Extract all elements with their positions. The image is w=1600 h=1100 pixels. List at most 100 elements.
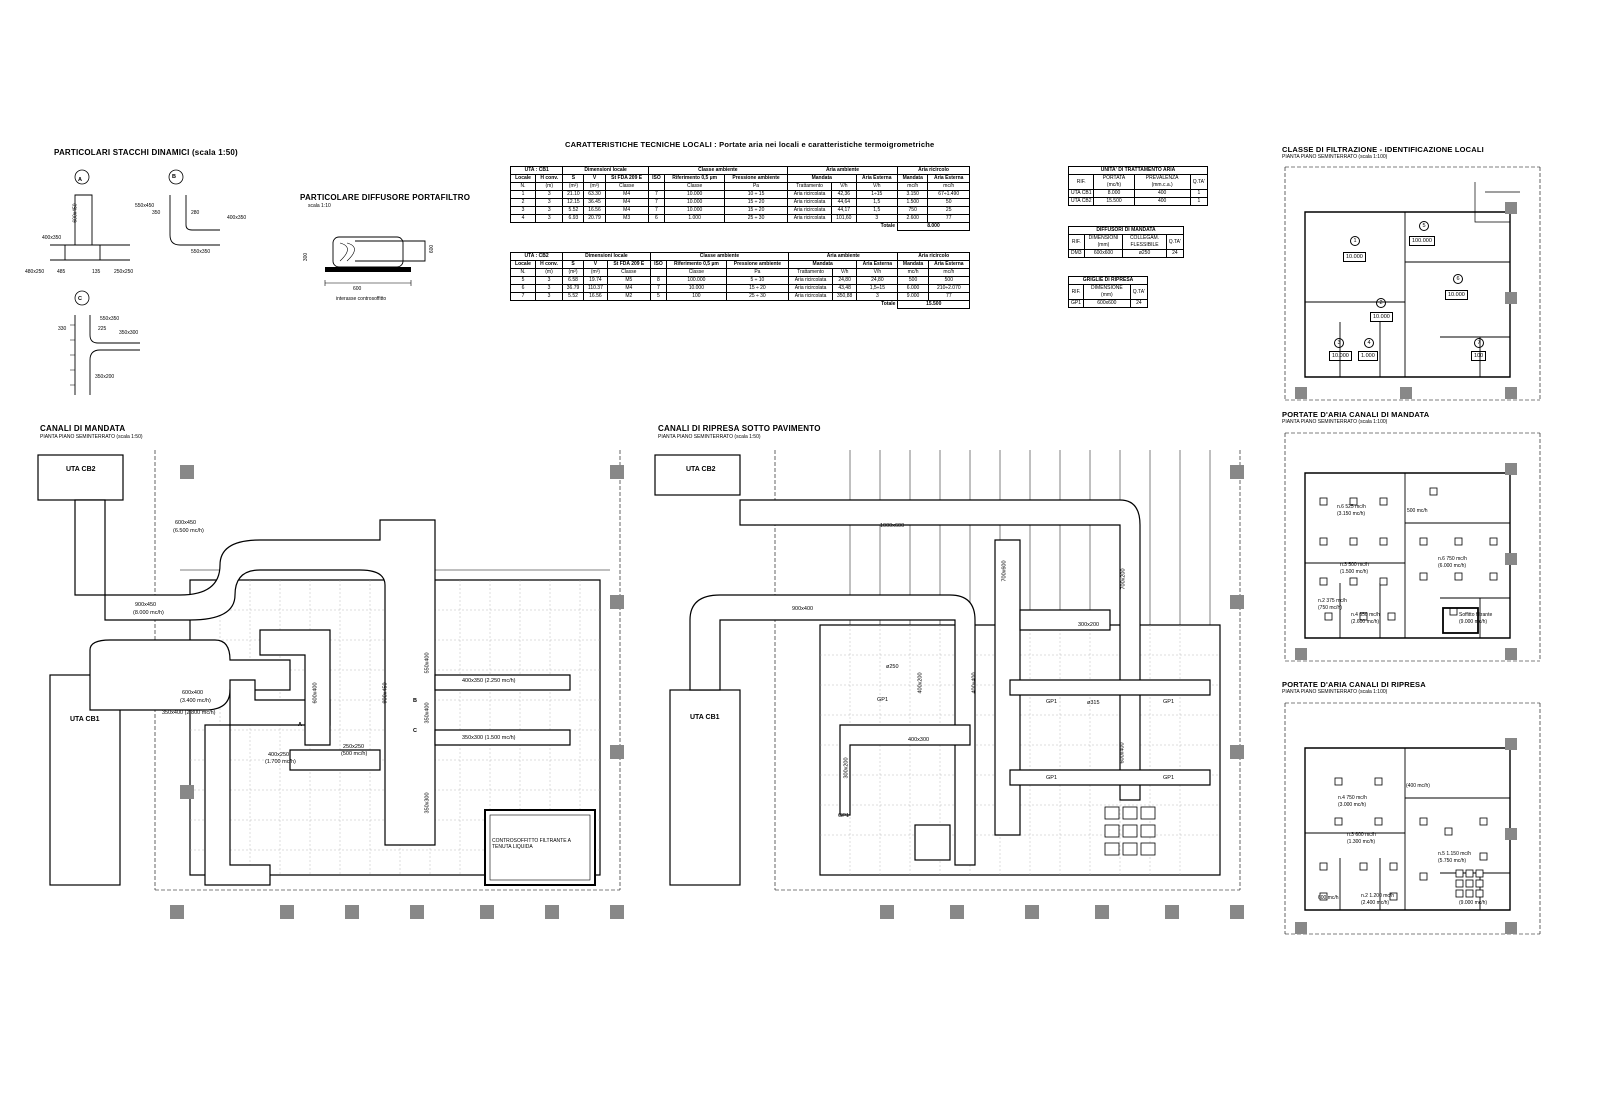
dim-label: 550x350 xyxy=(100,316,120,322)
mandata-subtitle: PIANTA PIANO SEMINTERRATO (scala 1:50) xyxy=(40,434,143,440)
duct-label: 1000x600 xyxy=(880,523,905,529)
flow-label: (750 mc/h) xyxy=(1318,605,1342,611)
duct-label: 350x300 xyxy=(424,792,431,814)
flow-label: (1.500 mc/h) xyxy=(1340,569,1369,575)
grille-label: GP1 xyxy=(1046,775,1058,781)
duct-label: (1.700 mc/h) xyxy=(265,759,296,765)
duct-label: (3.400 mc/h) xyxy=(180,698,211,704)
portate-mandata-title: PORTATE D'ARIA CANALI DI MANDATA xyxy=(1282,410,1430,419)
dim-label: 550x350 xyxy=(191,249,211,255)
marker-b: B xyxy=(413,698,417,704)
diffusori-table: DIFFUSORI DI MANDATA RIF.DIMENSIONI (mm)… xyxy=(1068,226,1185,258)
portate-ripresa-plan xyxy=(1284,702,1541,935)
grille-label: GP1 xyxy=(1163,699,1175,705)
duct-label: (6.500 mc/h) xyxy=(173,528,204,534)
duct-label: 600x400 xyxy=(1119,742,1126,764)
room-1-number: 1 xyxy=(1350,236,1360,246)
cb2-table: UTA : CB2 Dimensioni locale Classe ambie… xyxy=(509,252,971,309)
dim-label: 330 xyxy=(58,326,67,332)
duct-label: 700x600 xyxy=(1001,560,1008,582)
controsoffitto-label: CONTROSOFFITTO FILTRANTE A TENUTA LIQUID… xyxy=(492,838,571,850)
stacchi-title: PARTICOLARI STACCHI DINAMICI (scala 1:50… xyxy=(54,148,238,157)
diffusore-scale: scala 1:10 xyxy=(308,203,331,209)
duct-label: 350x300 (1.500 mc/h) xyxy=(462,735,516,741)
stacchi-detail-drawing xyxy=(50,169,220,395)
duct-label: 600x450 xyxy=(175,520,197,526)
duct-label: 300x200 xyxy=(843,757,850,779)
ripresa-uta-cb1: UTA CB1 xyxy=(690,714,720,721)
griglie-table: GRIGLIE DI RIPRESA RIF.DIMENSIONE (mm)Q.… xyxy=(1067,276,1149,308)
flow-label: n.6 525 mc/h xyxy=(1337,504,1366,510)
duct-label: 400x350 (2.250 mc/h) xyxy=(462,678,516,684)
duct-label: ø315 xyxy=(1087,700,1100,706)
flow-label: n.2 375 mc/h xyxy=(1318,598,1347,604)
dim-label: 600x450 xyxy=(72,203,79,223)
room-7-number: 7 xyxy=(1474,338,1484,348)
room-2-class: 10.000 xyxy=(1370,312,1393,322)
grille-label: GP1 xyxy=(1163,775,1175,781)
flow-label: n.2 1.200 mc/h xyxy=(1361,893,1395,899)
room-7-class: 100 xyxy=(1471,351,1487,361)
duct-label: 700x200 xyxy=(1120,568,1127,590)
flow-label: (1.300 mc/h) xyxy=(1347,839,1376,845)
duct-label: 400x200 xyxy=(917,672,924,694)
duct-label: 400x400 xyxy=(971,672,978,694)
duct-label: 250x250 xyxy=(343,744,365,750)
flow-label: Soffitto filtrante xyxy=(1459,612,1493,618)
room-6-number: 6 xyxy=(1453,274,1463,284)
flow-label: n.4 650 mc/h xyxy=(1351,612,1380,618)
flow-label: 500 mc/h xyxy=(1407,508,1428,514)
ripresa-subtitle: PIANTA PIANO SEMINTERRATO (scala 1:50) xyxy=(658,434,761,440)
flow-label: (400 mc/h) xyxy=(1406,783,1430,789)
flow-label: (3.150 mc/h) xyxy=(1337,511,1366,517)
flow-label: n.5 1.150 mc/h xyxy=(1438,851,1472,857)
duct-label: 350x400 (2.800 mc/h) xyxy=(162,710,216,716)
room-4-class: 1.000 xyxy=(1358,351,1378,361)
flow-label: (3.000 mc/h) xyxy=(1338,802,1367,808)
room-2-number: 2 xyxy=(1376,298,1386,308)
room-5-number: 5 xyxy=(1419,221,1429,231)
duct-label: 600x400 xyxy=(182,690,204,696)
dim-label: 135 xyxy=(92,269,101,275)
diffusore-caption: interasse controsoffitto xyxy=(336,296,387,302)
flow-label: (2.600 mc/h) xyxy=(1351,619,1380,625)
marker-a: A xyxy=(298,722,302,728)
portate-ripresa-title: PORTATE D'ARIA CANALI DI RIPRESA xyxy=(1282,680,1426,689)
grille-label: GP1 xyxy=(1046,699,1058,705)
cb1-table: UTA : CB1 Dimensioni locale Classe ambie… xyxy=(509,166,970,231)
marker-c: C xyxy=(413,728,417,734)
room-3-number: 3 xyxy=(1334,338,1344,348)
marker-c: C xyxy=(78,296,82,302)
duct-label: 350x400 xyxy=(424,702,431,724)
dim-label: 280 xyxy=(191,210,200,216)
duct-label: 300x200 xyxy=(1078,622,1100,628)
ripresa-uta-cb2: UTA CB2 xyxy=(686,466,716,473)
flow-label: (2.400 mc/h) xyxy=(1361,900,1390,906)
flow-label: n.4 750 mc/h xyxy=(1338,795,1367,801)
mandata-uta-cb1: UTA CB1 xyxy=(70,716,100,723)
room-6-class: 10.000 xyxy=(1445,290,1468,300)
dim-label: 225 xyxy=(98,326,107,332)
dim-label: 250x250 xyxy=(114,269,134,275)
duct-label: 550x400 xyxy=(424,652,431,674)
duct-label: 900x450 xyxy=(135,602,157,608)
duct-label: 900x450 xyxy=(382,682,389,704)
diffusore-drawing xyxy=(324,236,426,286)
dim-label: 400x350 xyxy=(227,215,247,221)
grille-label: GP1 xyxy=(877,697,889,703)
flow-label: n.3 600 mc/h xyxy=(1347,832,1376,838)
room-5-class: 100.000 xyxy=(1409,236,1435,246)
flow-label: (5.750 mc/h) xyxy=(1438,858,1467,864)
duct-label: 400x300 xyxy=(908,737,930,743)
mandata-title: CANALI DI MANDATA xyxy=(40,424,126,433)
